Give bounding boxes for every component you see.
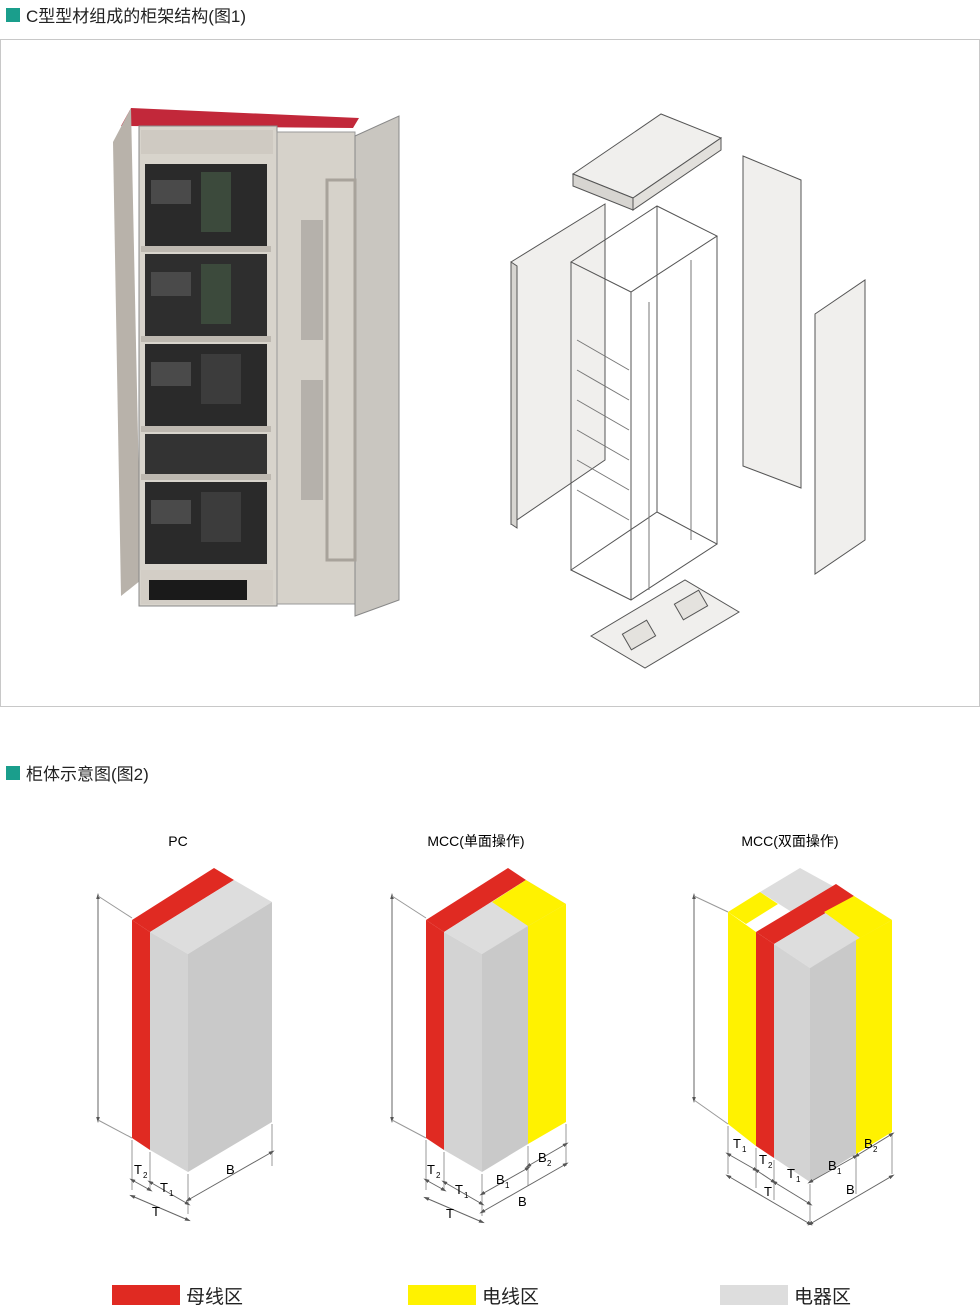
pc-top-device — [150, 880, 272, 954]
diagram-mcc-double: MCC(双面操作) T 1 T 2 T 1 B — [692, 833, 895, 1226]
section-bullet-icon — [6, 765, 20, 780]
mcc2-top-cable-right — [824, 896, 892, 938]
mcc2-device-side — [810, 940, 856, 1182]
mcc2-busbar-zone — [756, 932, 774, 1158]
mcc2-label-t: T — [764, 1184, 772, 1199]
mcc2-label-b2: B — [864, 1136, 873, 1151]
legend-swatch-device — [720, 1285, 788, 1305]
mcc1-label-b1: B — [496, 1172, 505, 1187]
diagram-mcc2-title: MCC(双面操作) — [741, 833, 838, 849]
pc-label-b: B — [226, 1162, 235, 1177]
mcc1-label-t1-sub: 1 — [464, 1191, 469, 1200]
mcc2-label-t2-sub: 2 — [768, 1161, 773, 1170]
mcc2-label-b: B — [846, 1182, 855, 1197]
diagram-pc-title: PC — [168, 833, 187, 849]
pc-device-front — [150, 932, 188, 1172]
pc-label-t2: T — [134, 1162, 142, 1177]
section2-title: 柜体示意图(图2) — [26, 765, 149, 784]
mcc1-cable-zone — [528, 904, 566, 1144]
legend-label-busbar: 母线区 — [186, 1286, 244, 1308]
legend-cable: 电线区 — [408, 1284, 540, 1308]
pc-top-busbar — [132, 868, 234, 932]
mcc2-label-t1a-sub: 1 — [742, 1145, 747, 1154]
mcc2-top-device-back — [760, 868, 840, 916]
mcc2-device-front — [774, 944, 810, 1182]
pc-device-side — [188, 902, 272, 1172]
diagram-mcc-single: MCC(单面操作) T 2 T 1 B 1 B 2 B T — [390, 833, 569, 1224]
legend-swatch-busbar — [112, 1285, 180, 1305]
pc-label-t1: T — [160, 1180, 168, 1195]
mcc2-label-b1: B — [828, 1158, 837, 1173]
mcc2-label-t1b-sub: 1 — [796, 1175, 801, 1184]
mcc2-cable-zone-right — [856, 920, 892, 1154]
mcc2-label-b2-sub: 2 — [873, 1145, 878, 1154]
section-bullet-icon — [6, 7, 20, 22]
mcc1-label-t: T — [446, 1206, 454, 1221]
legend-device: 电器区 — [720, 1284, 852, 1308]
pc-label-t2-sub: 2 — [143, 1171, 148, 1180]
mcc2-top-cable-left — [728, 892, 778, 924]
mcc2-label-t2: T — [759, 1152, 767, 1167]
mcc1-label-b1-sub: 1 — [505, 1181, 510, 1190]
diagram-pc: PC T 2 T 1 B T — [96, 833, 275, 1222]
figure2-schematics: PC T 2 T 1 B T MCC(单面操作) — [96, 833, 895, 1226]
pc-label-t1-sub: 1 — [169, 1189, 174, 1198]
pc-busbar-zone — [132, 920, 150, 1150]
mcc1-busbar-zone — [426, 920, 444, 1150]
legend-swatch-cable — [408, 1285, 476, 1305]
section1-header: C型型材组成的柜架结构(图1) — [6, 2, 246, 27]
exploded-frame-drawing — [510, 113, 866, 669]
section2-header: 柜体示意图(图2) — [6, 760, 149, 785]
mcc2-label-b1-sub: 1 — [837, 1167, 842, 1176]
mcc2-cable-zone-left — [728, 912, 756, 1146]
cabinet-photo — [113, 108, 400, 617]
mcc1-label-t2: T — [427, 1162, 435, 1177]
mcc1-top-cable — [492, 880, 566, 926]
mcc2-label-t1b: T — [787, 1166, 795, 1181]
diagram-mcc1-title: MCC(单面操作) — [427, 833, 524, 849]
mcc1-label-t2-sub: 2 — [436, 1171, 441, 1180]
section1-title: C型型材组成的柜架结构(图1) — [26, 7, 247, 26]
legend-busbar: 母线区 — [112, 1284, 244, 1308]
mcc1-label-b: B — [518, 1194, 527, 1209]
mcc1-top-busbar — [426, 868, 526, 932]
mcc1-label-b2-sub: 2 — [547, 1159, 552, 1168]
legend-label-cable: 电线区 — [482, 1286, 540, 1308]
figure1-illustration — [113, 108, 866, 669]
mcc1-device-side — [482, 926, 528, 1172]
figure1-frame — [0, 39, 980, 707]
legend-label-device: 电器区 — [794, 1286, 852, 1308]
mcc2-label-t1a: T — [733, 1136, 741, 1151]
mcc2-top-busbar — [756, 884, 854, 944]
mcc1-label-b2: B — [538, 1150, 547, 1165]
mcc1-label-t1: T — [455, 1182, 463, 1197]
pc-label-t: T — [152, 1204, 160, 1219]
mcc1-device-front — [444, 932, 482, 1172]
